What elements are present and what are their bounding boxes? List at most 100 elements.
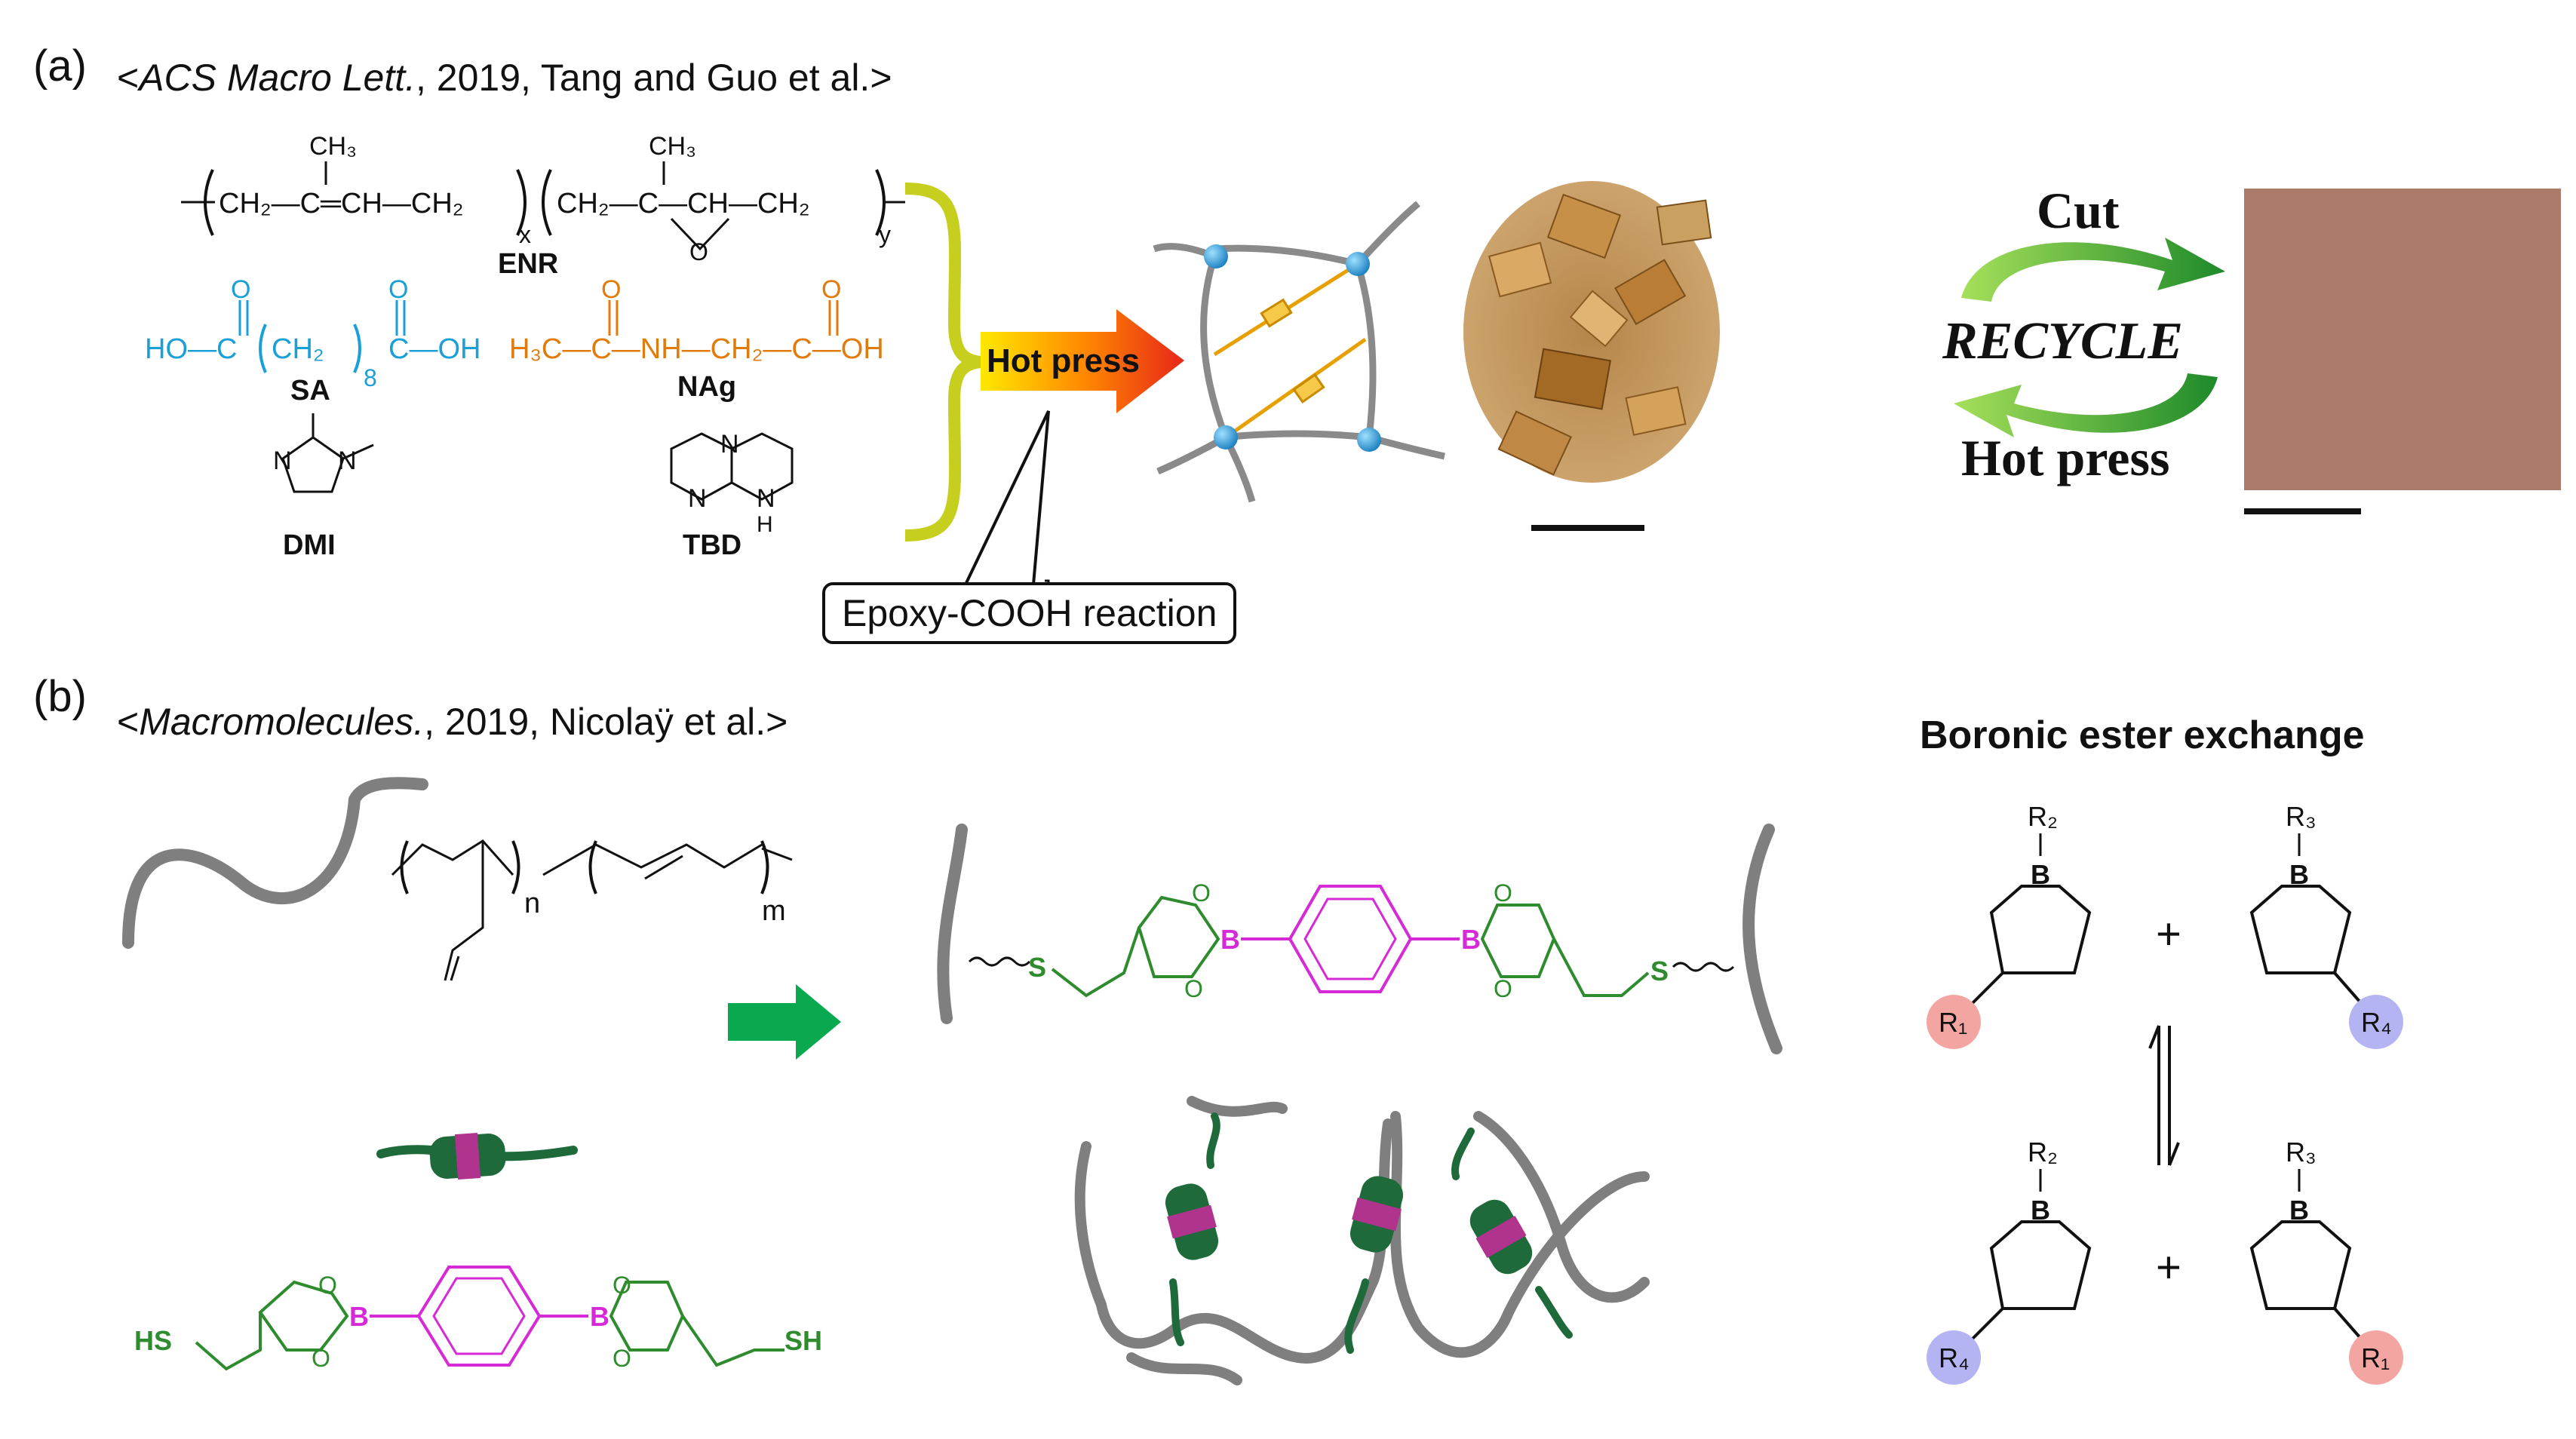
bl-r4: R₄ [1939, 1342, 1970, 1373]
nag-name: NAg [677, 371, 736, 403]
product-chain-right [1742, 824, 1782, 1054]
xl-chain-left [195, 1312, 262, 1371]
product-o3: O [1494, 879, 1512, 907]
product-wavy-right [1672, 962, 1735, 972]
sa-bracket-2 [353, 324, 361, 373]
cut-piece-5 [1625, 386, 1687, 436]
network-b-strand-5 [1126, 1352, 1242, 1385]
tl-r2: R₂ [2028, 801, 2058, 832]
cycle-cut: Cut [2037, 182, 2120, 239]
enr-backbone-left: CH₂—C═CH—CH₂ [219, 188, 464, 219]
reaction-arrow [728, 984, 841, 1060]
network-crosslink-3-tail-b [1535, 1286, 1573, 1339]
network-node-1 [1204, 244, 1228, 268]
cut-piece-2 [1546, 193, 1622, 259]
nag-formula: H₃C—C—NH—CH₂—C—OH [509, 333, 884, 365]
pressed-sheet-photo [2244, 189, 2561, 514]
nag-o2: O [821, 275, 841, 304]
hot-press-arrow-label: Hot press [987, 342, 1140, 379]
network-b-strand-4 [1473, 1111, 1650, 1303]
sa-name: SA [290, 375, 330, 407]
product-s1: S [1028, 952, 1046, 983]
pb-vinyl-double [450, 956, 460, 981]
tr-bond-bottom [2333, 971, 2363, 1005]
dmi-structure: N N DMI [273, 413, 374, 561]
bl-ring [1989, 1220, 2092, 1310]
network-node-2 [1346, 252, 1370, 276]
exchange-title: Boronic ester exchange [1920, 713, 2365, 757]
nag-o1: O [601, 275, 621, 304]
sa-sub: 8 [364, 364, 377, 391]
tbd-ring-right [730, 432, 794, 501]
bl-bond-bottom [1967, 1307, 2004, 1344]
br-ring [2249, 1220, 2352, 1310]
polybutadiene-structure: n m [391, 839, 793, 981]
pb-n: n [524, 888, 540, 919]
tr-r4-circle [2349, 995, 2403, 1049]
tbd-n1: N [720, 430, 739, 459]
xl-b2: B [590, 1301, 609, 1332]
product-benzene [1288, 885, 1413, 993]
reference-a: <ACS Macro Lett., 2019, Tang and Guo et … [117, 56, 892, 100]
pb-double-bond [644, 855, 683, 880]
br-r1-circle [2349, 1330, 2403, 1385]
xl-o4: O [613, 1345, 631, 1372]
pb-vinyl [444, 841, 484, 981]
panel-label-b: (b) [33, 672, 87, 721]
xl-benzene-inner [432, 1277, 526, 1355]
plus-bottom: + [2156, 1243, 2181, 1292]
network-crosslink-1-tail-a [1206, 1112, 1220, 1169]
ref-rest-a: , 2019, Tang and Guo et al.> [416, 57, 892, 99]
crosslinker-structure: HS O O B B O O SH [134, 1266, 822, 1372]
cut-piece-1 [1488, 241, 1552, 298]
network-strand-6 [1200, 255, 1230, 439]
cut-piece-3 [1614, 259, 1687, 326]
reference-b: <Macromolecules., 2019, Nicolaÿ et al.> [117, 700, 788, 744]
network-crosslink-2 [1349, 1176, 1404, 1253]
hot-press-arrow: Hot press [981, 309, 1184, 413]
product-ring-left [1137, 895, 1220, 978]
hot-press-arrow-shape [981, 309, 1184, 413]
tr-ring [2249, 885, 2352, 974]
tl-ring [1989, 885, 2092, 974]
xl-dioxaborolane-left [258, 1280, 349, 1352]
pb-bracket-2 [511, 840, 520, 894]
network-crosslink-1 [1165, 1183, 1219, 1260]
equilibrium-down-head [2168, 1142, 2180, 1166]
ref-open-b: < [117, 701, 140, 743]
ref-open: < [117, 57, 140, 99]
enr-bracket-1 [204, 169, 214, 236]
tl-r1-circle [1927, 995, 1981, 1049]
recycle-arrow-top [1961, 238, 2225, 302]
product-b1: B [1220, 924, 1240, 955]
network-strand-5 [1221, 430, 1370, 441]
pb-bracket-1 [400, 840, 409, 894]
enr-x: x [519, 221, 531, 248]
exchange-bottom-right: R₃ B R₁ [2249, 1137, 2403, 1385]
nag-structure: H₃C—C—NH—CH₂—C—OH O O NAg [509, 275, 884, 403]
tbd-n3: N [757, 484, 775, 513]
tr-r4: R₄ [2361, 1007, 2392, 1038]
xl-sh: SH [784, 1325, 822, 1356]
enr-y: y [879, 221, 891, 248]
enr-bracket-3 [542, 169, 552, 236]
tbd-name: TBD [683, 529, 741, 561]
product-o1: O [1192, 879, 1211, 907]
ref-journal-a: ACS Macro Lett. [139, 57, 416, 99]
product-benzene-inner [1303, 897, 1397, 980]
pb-m: m [762, 895, 786, 927]
tl-r1: R₁ [1939, 1007, 1967, 1038]
xl-benzene [416, 1266, 542, 1367]
enr-ch3-right: CH₃ [649, 132, 696, 161]
product-o4: O [1494, 975, 1512, 1002]
bl-r4-circle [1927, 1330, 1981, 1385]
cut-piece-7 [1569, 290, 1629, 348]
recycle-arrow-bottom [1954, 373, 2218, 437]
sa-bracket-1 [259, 324, 267, 373]
enr-ch3-left: CH₃ [309, 132, 357, 161]
xl-b1: B [349, 1301, 369, 1332]
sa-structure: HO—C O CH₂ 8 C—OH O SA [145, 275, 481, 407]
exchange-top-left: R₂ B R₁ [1927, 801, 2092, 1049]
network-strand-3 [1354, 262, 1377, 438]
xl-chain-right [681, 1315, 784, 1367]
